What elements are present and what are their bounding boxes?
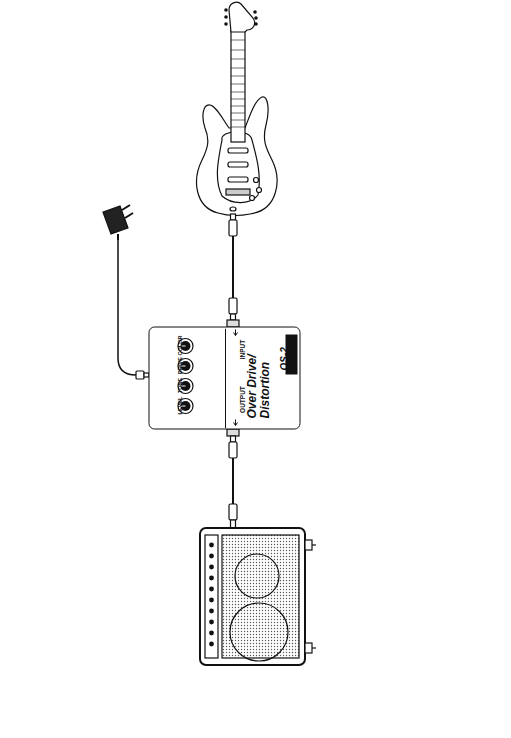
guitar-drawing: [197, 2, 277, 215]
effect-pedal: Over Drive/ Distortion OS-2: [148, 327, 300, 430]
knob-label: TONE: [177, 378, 183, 393]
amp-cable: [227, 429, 239, 528]
knob-label: DRIVE: [177, 357, 183, 374]
ac-adapter: [103, 205, 149, 379]
knob-label: LEVEL: [177, 397, 183, 415]
guitar-cable: [227, 214, 239, 327]
pedal-name: Over Drive/ Distortion: [245, 337, 270, 419]
pedal-face: [149, 329, 298, 429]
model-number: OS-2: [279, 347, 290, 370]
pedal-label-layer: INPUTOUTPUTLEVELTONEDRIVECOLOR: [148, 327, 300, 430]
guitar-amplifier: [200, 528, 316, 665]
knob-label: COLOR: [177, 336, 183, 356]
